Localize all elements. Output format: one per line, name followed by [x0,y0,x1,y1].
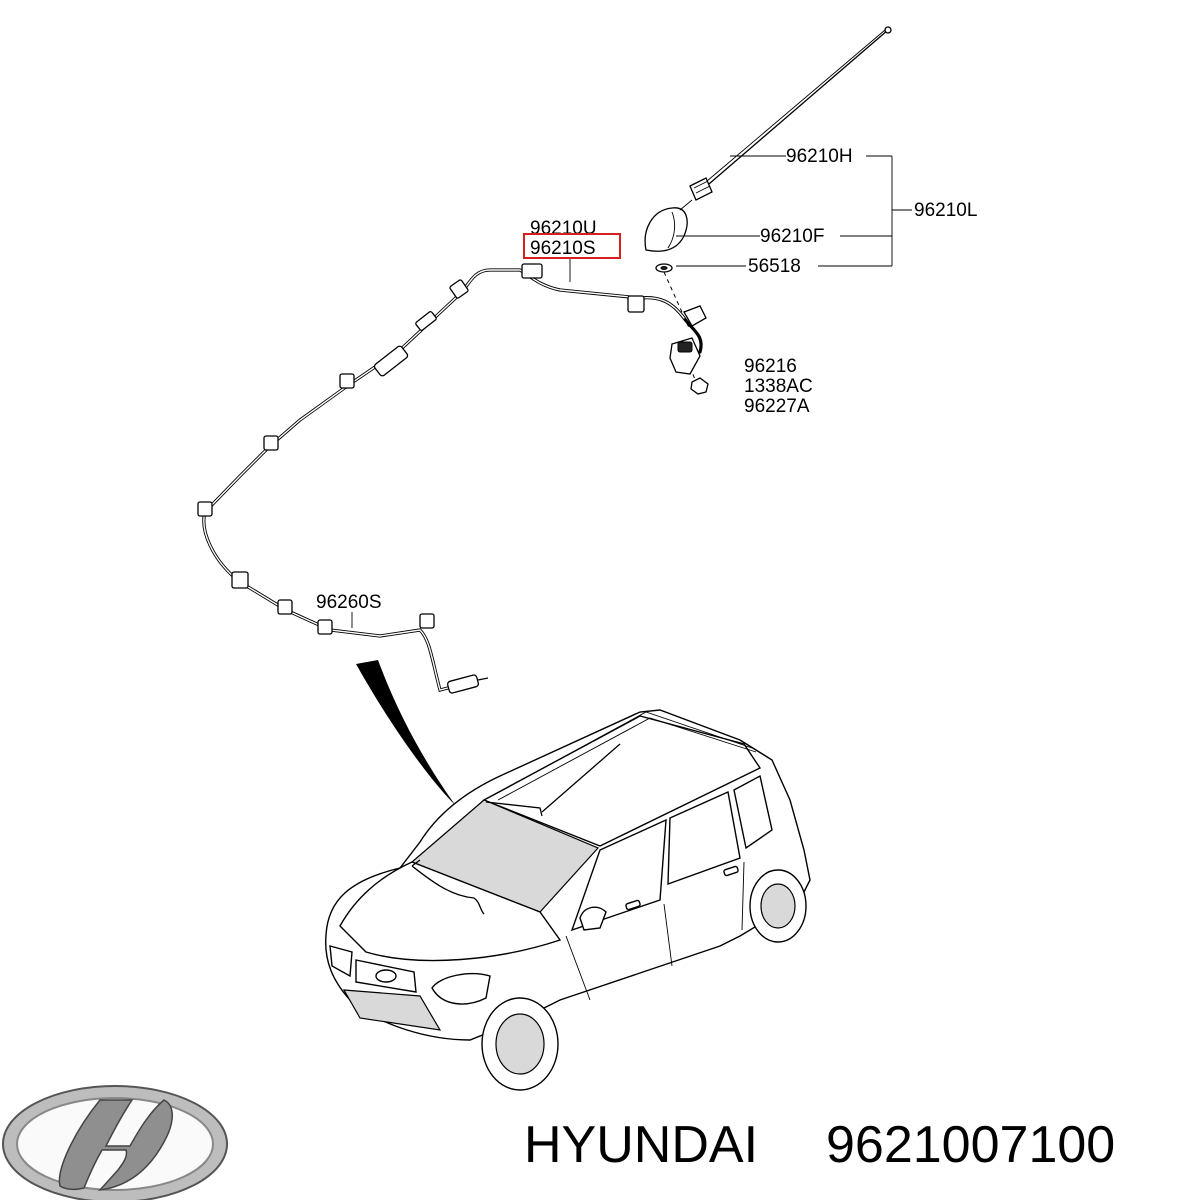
leader-lines [351,155,912,628]
antenna-base [644,207,688,252]
car-headlight [431,973,491,1005]
callout-96260s: 96260S [316,592,382,613]
callout-highlight-box [523,233,621,259]
nut [690,377,709,395]
callout-96210u: 96210U [530,218,597,239]
callout-96216: 96216 [744,356,797,377]
brand-name: HYUNDAI [524,1116,758,1174]
callout-96210h: 96210H [786,146,853,167]
car-illustration [325,709,811,1091]
car-roof [482,715,762,847]
hyundai-logo-icon [2,1085,228,1200]
callout-56518: 56518 [748,256,801,277]
callout-96227a: 96227A [744,396,810,417]
inline-connector [373,345,409,377]
car-rear-window [667,790,741,886]
callout-1338ac: 1338AC [744,376,813,397]
end-connector [446,674,480,694]
car-grille [342,989,442,1031]
callout-96210f: 96210F [760,226,824,247]
callout-96210l: 96210L [914,200,977,221]
antenna-mast [701,29,889,191]
part-number: 9621007100 [826,1116,1115,1174]
car-front-window [570,818,667,932]
callout-96210s: 96210S [530,238,596,259]
cable-clips [197,263,645,635]
antenna-assembly [644,26,892,395]
car-mirror [579,906,607,931]
car-antenna [541,743,621,813]
location-pointer [356,660,456,806]
antenna-cable [197,263,703,694]
mast-thread [689,177,713,201]
car-hood [339,861,562,962]
